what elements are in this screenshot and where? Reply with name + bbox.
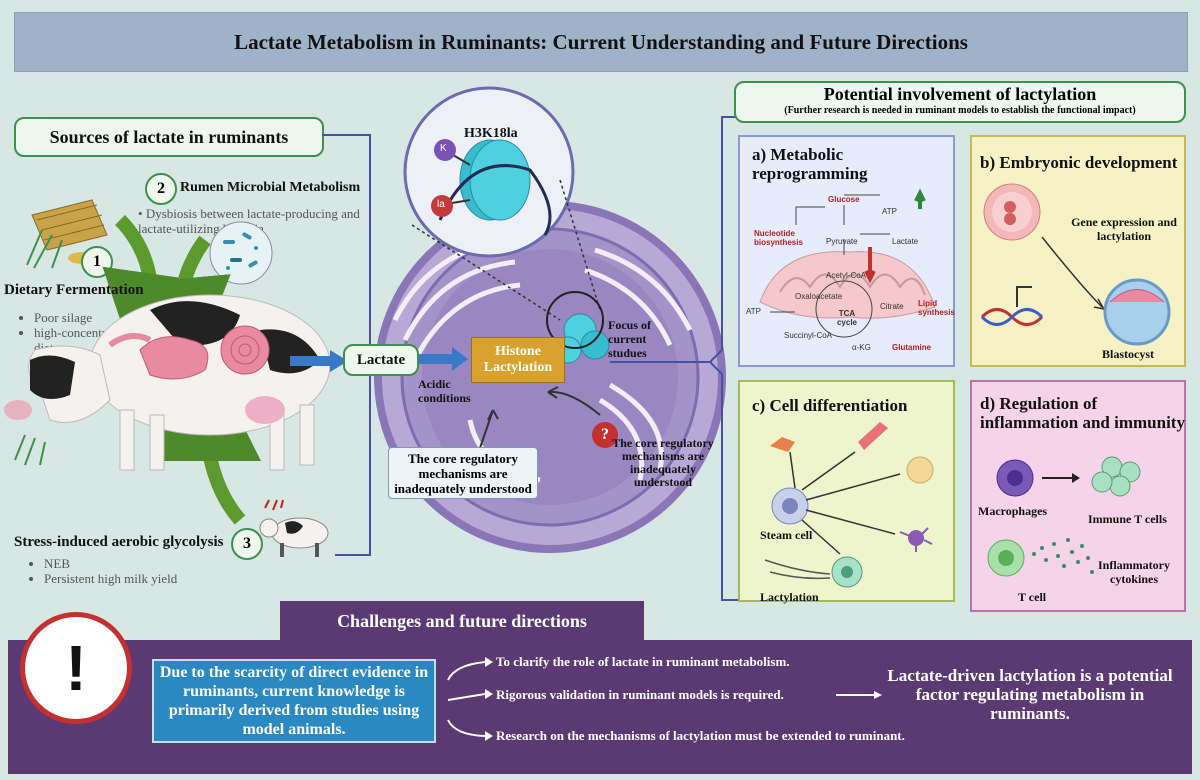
oxaloacetate-label: Oxaloacetate: [795, 292, 843, 301]
source-number-2: 2: [145, 173, 177, 205]
histone-lactylation-box: Histone Lactylation: [471, 337, 565, 383]
glutamine-label: Glutamine: [892, 343, 932, 352]
acetyl-coa-label: Acetyl-CoA: [826, 271, 867, 280]
metabolic-panel: a) Metabolic reprogramming Glucose ATP N…: [738, 135, 955, 367]
embryonic-title: b) Embryonic development: [980, 153, 1178, 172]
embryo-diagram: [980, 183, 1171, 346]
macrophages-label: Macrophages: [978, 504, 1048, 518]
lactylation-cell-label: Lactylation: [760, 590, 819, 604]
lipid-label: Lipid synthesis: [918, 299, 955, 317]
lactylation-heading: Potential involvement of lactylation: [823, 84, 1097, 104]
tcell-label: T cell: [1018, 590, 1047, 604]
lactylation-subheading: (Further research is needed in ruminant …: [784, 105, 1136, 116]
glucose-label: Glucose: [828, 195, 860, 204]
challenge-item: Rigorous validation in ruminant models i…: [496, 687, 784, 702]
succinyl-label: Succinyl-CoA: [784, 331, 833, 340]
warning-icon: !: [20, 612, 132, 724]
evidence-box: Due to the scarcity of direct evidence i…: [152, 659, 436, 743]
dietary-bullet: Poor silage: [34, 310, 144, 325]
gene-expression-label: Gene expression and lactylation: [1071, 215, 1177, 243]
embryonic-panel: b) Embryonic development Gene expression…: [970, 135, 1186, 367]
h3k18la-label: H3K18la: [464, 126, 518, 141]
tca-label: TCA cycle: [836, 309, 858, 327]
core-mechanisms-red-text: The core regulatory mechanisms are inade…: [612, 436, 714, 489]
citrate-label: Citrate: [880, 302, 904, 311]
core-mechanisms-box: The core regulatory mechanisms are inade…: [388, 447, 538, 499]
immune-diagram: [987, 456, 1141, 577]
challenge-item: Research on the mechanisms of lactylatio…: [496, 728, 905, 743]
differentiation-panel: c) Cell differentiation Steam cell Lacty…: [738, 380, 955, 604]
lactylation-heading-box: Potential involvement of lactylation (Fu…: [734, 81, 1186, 123]
lactate-pathway-label: Lactate: [892, 237, 919, 246]
metabolic-title: a) Metabolic reprogramming: [752, 145, 868, 183]
microbe-icon: [209, 221, 273, 285]
dietary-title: Dietary Fermentation: [4, 282, 144, 298]
question-mark-icon: ?: [592, 422, 618, 448]
challenge-item: To clarify the role of lactate in rumina…: [496, 654, 790, 669]
immune-tcells-label: Immune T cells: [1088, 512, 1167, 526]
hay-icon: [26, 199, 108, 269]
focus-label: Focus of current studues: [608, 318, 651, 360]
stressed-cow-icon: [259, 499, 329, 557]
nucleotide-label: Nucleotide biosynthesis: [754, 229, 803, 247]
challenges-heading: Challenges and future directions: [280, 601, 644, 641]
differentiation-title: c) Cell differentiation: [752, 396, 908, 415]
lactate-label: Lactate: [343, 344, 419, 376]
atp2-label: ATP: [746, 307, 761, 316]
blastocyst-label: Blastocyst: [1102, 347, 1154, 361]
acidic-label: Acidic conditions: [418, 377, 471, 405]
stress-bullets: NEB Persistent high milk yield: [30, 556, 264, 586]
stress-bullet: Persistent high milk yield: [44, 571, 264, 586]
k-label: K: [440, 143, 447, 154]
rumen-title: Rumen Microbial Metabolism: [180, 180, 361, 195]
steam-cell-label: Steam cell: [760, 528, 813, 542]
sources-heading: Sources of lactate in ruminants: [14, 117, 324, 157]
cell-differentiation-diagram: [764, 422, 934, 588]
stress-bullet: NEB: [44, 556, 264, 571]
cow-illustration: [4, 294, 331, 471]
inflammation-panel: d) Regulation of inflammation and immuni…: [970, 380, 1186, 612]
inflammation-title: d) Regulation of inflammation and immuni…: [980, 394, 1185, 432]
la-label: la: [437, 199, 445, 210]
akg-label: α-KG: [852, 343, 871, 352]
cytokines-label: Inflammatory cytokines: [1098, 558, 1170, 586]
arrow-to-lactate-icon: [290, 350, 348, 372]
pyruvate-label: Pyruvate: [826, 237, 858, 246]
metabolic-pathway-diagram: [759, 188, 936, 338]
atp-label: ATP: [882, 207, 897, 216]
source-number-3: 3: [231, 528, 263, 560]
conclusion-text: Lactate-driven lactylation is a potentia…: [887, 666, 1173, 723]
stress-title: Stress-induced aerobic glycolysis: [14, 534, 224, 550]
page-title: Lactate Metabolism in Ruminants: Current…: [14, 12, 1188, 72]
